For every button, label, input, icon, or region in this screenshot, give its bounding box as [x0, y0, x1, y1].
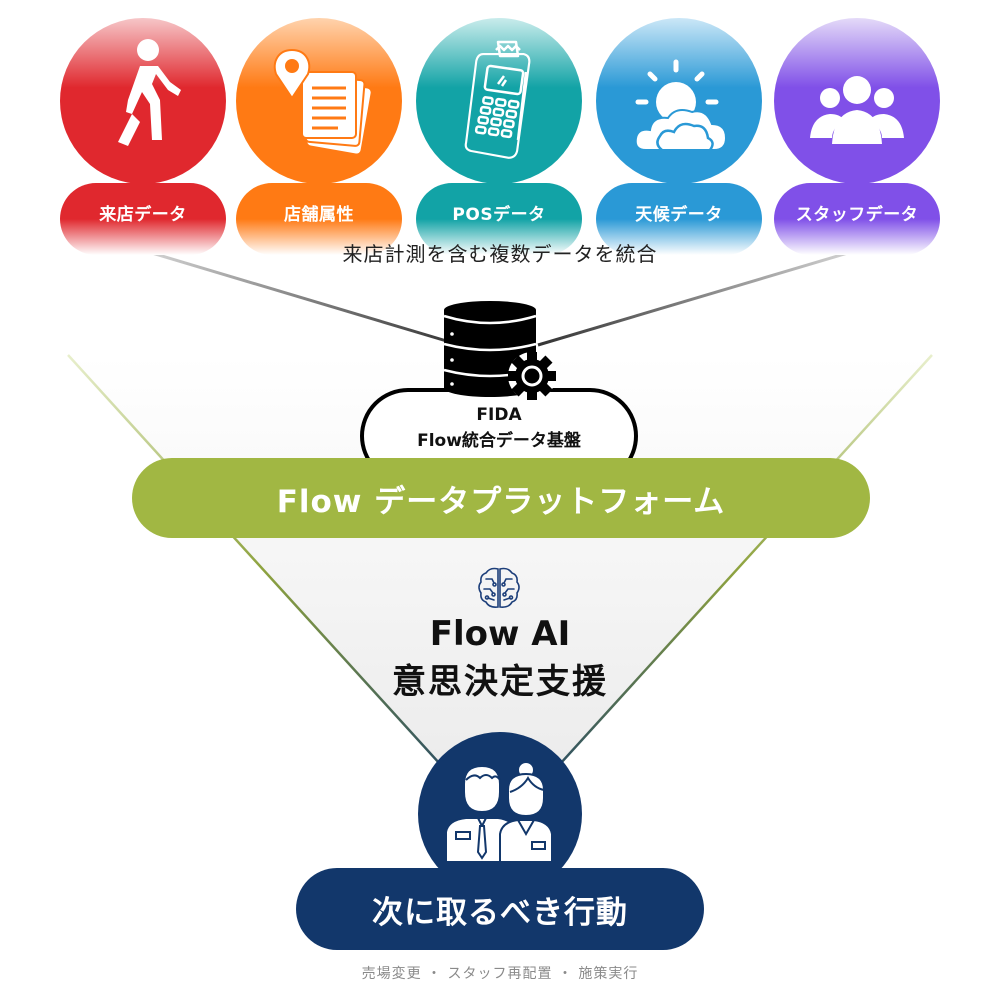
action-label: 次に取るべき行動 [372, 894, 628, 931]
source-pill [236, 183, 402, 255]
action-bar: 次に取るべき行動 [296, 868, 704, 950]
database-gear-icon [443, 301, 556, 400]
source-label: 来店データ [99, 205, 187, 225]
source-pos: POSデータ [416, 18, 582, 255]
fida-label: FIDA Flow統合データ基盤 [360, 402, 638, 454]
walking-person-icon [118, 39, 181, 146]
platform-bar: Flow データプラットフォーム [132, 458, 870, 538]
source-label: 天候データ [635, 205, 723, 225]
source-pill [596, 183, 762, 255]
source-pill [774, 183, 940, 255]
sun-cloud-icon [634, 59, 728, 151]
funnel-edge-right [499, 354, 933, 831]
fida-subtitle: Flow統合データ基盤 [417, 431, 581, 451]
source-staff: スタッフデータ [774, 18, 940, 255]
ai-title: Flow AI [429, 614, 571, 654]
action-caption: 売場変更 ・ スタッフ再配置 ・ 施策実行 [361, 966, 639, 982]
source-store: 店舗属性 [236, 18, 402, 255]
pos-terminal-icon [464, 40, 531, 159]
source-weather: 天候データ [596, 18, 762, 255]
platform-label: Flow データプラットフォーム [276, 483, 726, 520]
fida-title: FIDA [476, 405, 522, 425]
source-label: 店舗属性 [284, 205, 354, 225]
funnel-edge-left [67, 354, 501, 831]
brain-circuit-icon [478, 567, 520, 608]
source-label: スタッフデータ [795, 205, 919, 225]
source-pill [416, 183, 582, 255]
group-people-icon [810, 76, 904, 144]
source-pill [60, 183, 226, 255]
ai-subtitle: 意思決定支援 [392, 662, 608, 702]
source-visit: 来店データ [60, 18, 226, 255]
source-label: POSデータ [452, 205, 546, 225]
map-pin-documents-icon [273, 48, 371, 154]
staff-pair-icon [445, 762, 553, 862]
integrate-caption: 来店計測を含む複数データを統合 [342, 242, 658, 266]
